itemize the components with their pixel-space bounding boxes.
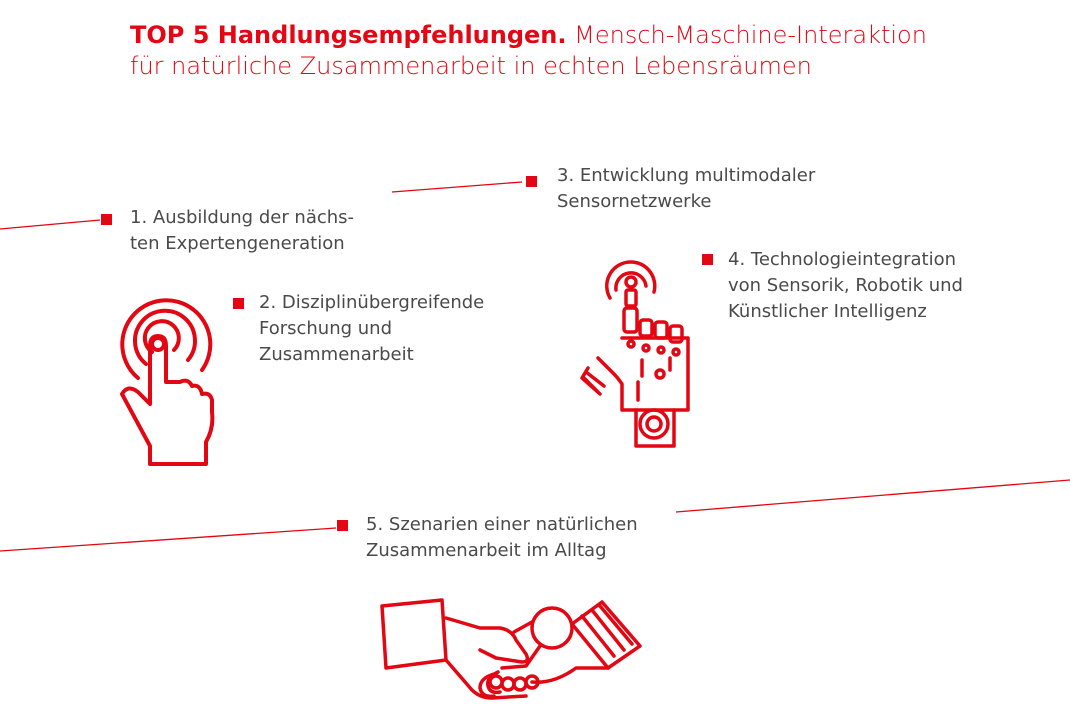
recommendation-1-text: 1. Ausbildung der nächs- ten Expertengen… [130,207,355,254]
bullet-5 [337,520,348,531]
title-line1: Mensch-Maschine-Interaktion [566,21,927,49]
recommendation-4-text: 4. Technologieintegration von Sensorik, … [728,249,963,322]
recommendation-1: 1. Ausbildung der nächs- ten Expertengen… [130,205,354,257]
robot-hand-icon [580,260,690,448]
recommendation-5: 5. Szenarien einer natürlichen Zusammena… [366,512,638,564]
bullet-3 [526,176,537,187]
recommendation-4: 4. Technologieintegration von Sensorik, … [728,247,963,325]
bullet-4 [702,254,713,265]
touch-hand-icon [120,298,215,466]
bullet-2 [233,298,244,309]
recommendation-2-text: 2. Disziplinübergreifende Forschung und … [259,292,485,365]
connector-line-5-right [675,479,1070,513]
title-bold: TOP 5 Handlungsempfehlungen. [130,21,567,49]
bullet-1 [101,214,112,225]
recommendation-3: 3. Entwicklung multimodaler Sensornetzwe… [557,163,815,215]
connector-line-3 [391,181,523,193]
connector-line-1 [0,219,101,230]
connector-line-5-left [0,527,337,552]
recommendation-5-text: 5. Szenarien einer natürlichen Zusammena… [366,514,638,561]
recommendation-3-text: 3. Entwicklung multimodaler Sensornetzwe… [557,165,816,212]
title-line2: für natürliche Zusammenarbeit in echten … [130,52,812,80]
recommendation-2: 2. Disziplinübergreifende Forschung und … [259,290,484,368]
page-title: TOP 5 Handlungsempfehlungen. Mensch-Masc… [130,20,1030,82]
handshake-icon [380,598,642,700]
